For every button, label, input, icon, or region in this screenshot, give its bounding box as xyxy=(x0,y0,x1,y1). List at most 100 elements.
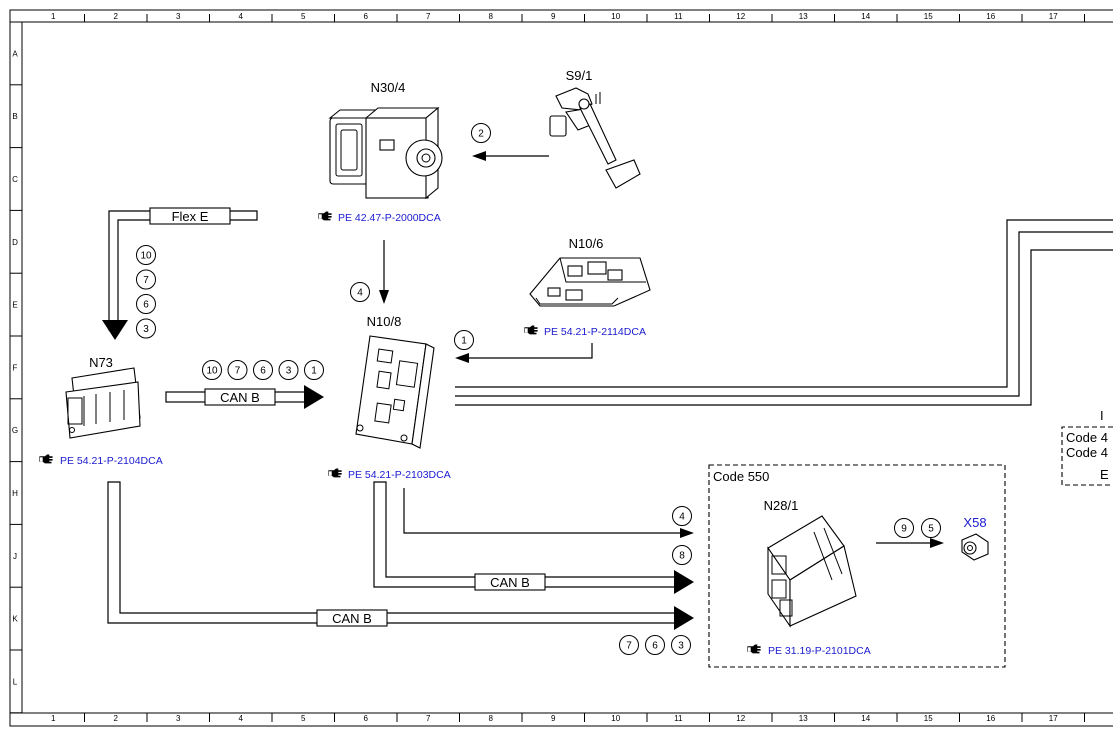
x58-label: X58 xyxy=(963,515,986,530)
n10-8-component[interactable]: N10/8 PE 54.21-P-2103DCA xyxy=(328,314,451,481)
n10-6-ref-link[interactable]: PE 54.21-P-2114DCA xyxy=(524,325,646,338)
signal-number-marker: 9 xyxy=(894,518,914,538)
signal-number: 4 xyxy=(357,288,363,299)
s9-1-component[interactable]: S9/1 xyxy=(549,68,641,189)
flex-e-bus: Flex E xyxy=(102,207,258,340)
column-number: 10 xyxy=(611,714,620,723)
signal-number: 3 xyxy=(143,324,149,335)
n73-ref-link[interactable]: PE 54.21-P-2104DCA xyxy=(39,454,163,467)
n73-label: N73 xyxy=(89,355,113,370)
n28-1-ref-link[interactable]: PE 31.19-P-2101DCA xyxy=(747,644,871,657)
s9-1-pedal-drawing xyxy=(549,87,641,189)
x58-connector-drawing xyxy=(961,533,989,561)
signal-number: 10 xyxy=(140,251,152,262)
pointing-hand-icon xyxy=(328,468,342,478)
column-number: 4 xyxy=(239,714,244,723)
pointing-hand-icon xyxy=(39,454,53,464)
n30-4-ref: PE 42.47-P-2000DCA xyxy=(338,212,441,224)
signal-number: 9 xyxy=(901,524,907,535)
column-number: 7 xyxy=(426,12,431,21)
right-box-fragment-bottom: E xyxy=(1100,467,1109,482)
column-number: 2 xyxy=(114,714,119,723)
n30-4-label: N30/4 xyxy=(371,80,406,95)
n30-4-ref-link[interactable]: PE 42.47-P-2000DCA xyxy=(318,211,441,224)
n10-8-ref: PE 54.21-P-2103DCA xyxy=(348,469,451,481)
can-b-mid-label: CAN B xyxy=(490,575,530,590)
signal-number: 1 xyxy=(461,336,467,347)
column-number: 17 xyxy=(1049,12,1058,21)
signal-number: 2 xyxy=(478,129,484,140)
signal-number: 7 xyxy=(626,641,632,652)
signal-number: 4 xyxy=(679,512,685,523)
n28-1-label: N28/1 xyxy=(764,498,799,513)
column-number: 11 xyxy=(674,714,683,723)
row-letter: E xyxy=(12,301,17,310)
signal-number: 6 xyxy=(652,641,658,652)
n10-8-ref-link[interactable]: PE 54.21-P-2103DCA xyxy=(328,468,451,481)
row-letter: F xyxy=(13,363,18,372)
n10-8-unit-drawing xyxy=(355,335,435,449)
signal-number-marker: 3 xyxy=(278,360,299,380)
x58-component[interactable]: X58 xyxy=(961,515,989,561)
column-number: 3 xyxy=(176,714,181,723)
column-number: 4 xyxy=(239,12,244,21)
signal-number-marker: 6 xyxy=(136,294,156,314)
column-number: 12 xyxy=(736,714,745,723)
right-code-box: I Code 4 Code 4 E xyxy=(1061,408,1113,486)
column-number: 13 xyxy=(799,12,808,21)
n73-unit-drawing xyxy=(65,367,141,439)
n28-1-component[interactable]: N28/1 PE 31.19-P-2101DCA xyxy=(747,498,871,657)
pointing-hand-icon xyxy=(318,211,332,221)
column-number: 8 xyxy=(489,12,494,21)
n28-1-ref: PE 31.19-P-2101DCA xyxy=(768,645,871,657)
can-b-low-label: CAN B xyxy=(332,611,372,626)
can-b-mid-bus: CAN B xyxy=(373,481,694,594)
signal-number-marker: 7 xyxy=(619,635,639,655)
column-number: 5 xyxy=(301,714,306,723)
column-number: 7 xyxy=(426,714,431,723)
n10-8-to-n28-signal xyxy=(403,488,694,538)
column-number: 15 xyxy=(924,12,933,21)
n10-6-label: N10/6 xyxy=(569,236,604,251)
column-number: 5 xyxy=(301,12,306,21)
column-number: 17 xyxy=(1049,714,1058,723)
column-number: 3 xyxy=(176,12,181,21)
signal-number-marker: 1 xyxy=(454,330,474,350)
column-number: 16 xyxy=(986,12,995,21)
column-number: 13 xyxy=(799,714,808,723)
code-550-box: Code 550 xyxy=(708,464,1006,668)
column-number: 1 xyxy=(51,12,56,21)
drawing-frame xyxy=(9,9,1113,727)
signal-number-marker: 4 xyxy=(350,282,370,302)
row-letter: K xyxy=(12,615,18,624)
signal-number: 1 xyxy=(311,366,317,377)
row-letter: L xyxy=(13,677,18,686)
can-b-low-bus: CAN B xyxy=(107,481,694,630)
signal-number-marker: 10 xyxy=(136,245,156,265)
signal-number-marker: 3 xyxy=(136,318,156,339)
n10-8-label: N10/8 xyxy=(367,314,402,329)
signal-number: 5 xyxy=(928,524,934,535)
column-number: 6 xyxy=(364,12,369,21)
row-letter: C xyxy=(12,175,18,184)
n10-6-component[interactable]: N10/6 PE 54.21-P-2114DCA xyxy=(524,236,651,338)
n73-component[interactable]: N73 PE 54.21-P-2104DCA xyxy=(39,355,163,467)
n28-1-unit-drawing xyxy=(767,515,857,628)
n28-to-x58-signal xyxy=(876,538,944,548)
signal-number-marker: 1 xyxy=(304,360,324,380)
can-b-n73-bus: CAN B xyxy=(165,385,324,409)
n30-4-component[interactable]: N30/4 PE 42.47-P-2000DCA xyxy=(318,80,443,224)
column-number: 9 xyxy=(551,714,556,723)
right-box-fragment-top: I xyxy=(1100,408,1104,423)
signal-number: 10 xyxy=(206,366,218,377)
signal-number-marker: 2 xyxy=(471,123,491,143)
signal-number-marker: 7 xyxy=(227,360,248,380)
column-ruler: 1122334455667788991010111112121313141415… xyxy=(51,12,1085,723)
signal-number: 7 xyxy=(235,366,241,377)
row-letter: A xyxy=(12,49,18,58)
signal-number: 3 xyxy=(286,366,292,377)
signal-number: 7 xyxy=(143,275,149,286)
column-number: 10 xyxy=(611,12,620,21)
